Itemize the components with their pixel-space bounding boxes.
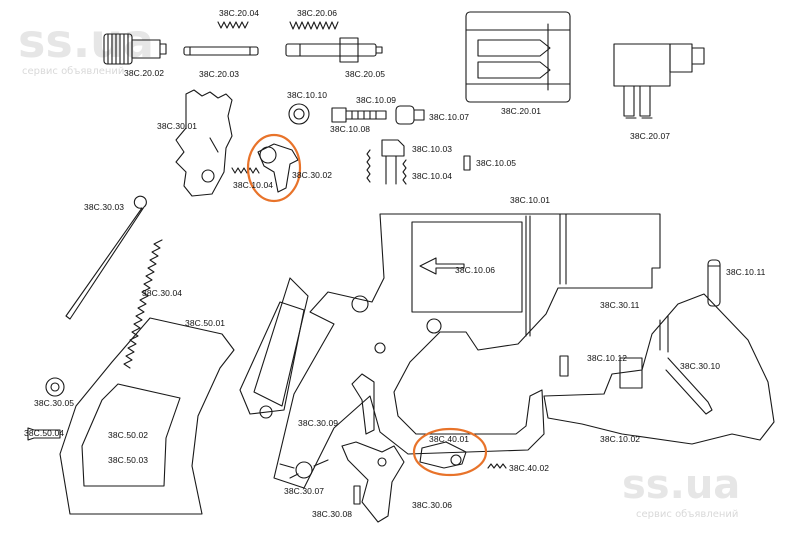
highlight-40-01 xyxy=(412,427,488,477)
label-20-07: 38C.20.07 xyxy=(630,131,671,141)
label-40-02: 38C.40.02 xyxy=(509,463,550,473)
watermark-brand-top: ss.ua xyxy=(18,14,155,68)
part-10-09-screw xyxy=(331,107,387,123)
label-50-03: 38C.50.03 xyxy=(108,455,149,465)
part-20-02-crane xyxy=(103,33,167,65)
part-50-04-screw xyxy=(27,427,61,441)
label-10-07: 38C.10.07 xyxy=(429,112,470,122)
label-50-02: 38C.50.02 xyxy=(108,430,149,440)
watermark-tagline-bottom: сервис объявлений xyxy=(636,509,739,520)
part-10-11-screw xyxy=(707,259,721,307)
label-30-06: 38C.30.06 xyxy=(412,500,453,510)
part-20-06-spring xyxy=(289,21,339,30)
part-10-03 xyxy=(366,139,407,185)
label-10-01: 38C.10.01 xyxy=(510,195,551,205)
label-30-04: 38C.30.04 xyxy=(142,288,183,298)
part-20-03-pin xyxy=(183,46,259,56)
part-30-01-hammer xyxy=(175,89,233,197)
label-40-01: 38C.40.01 xyxy=(429,434,470,444)
label-20-06: 38C.20.06 xyxy=(297,8,338,18)
label-10-08: 38C.10.08 xyxy=(330,124,371,134)
part-20-04-spring xyxy=(217,21,249,29)
part-30-08-pin xyxy=(353,485,361,505)
part-30-10-spring xyxy=(665,357,713,415)
part-30-04-spring xyxy=(123,239,163,369)
label-10-02: 38C.10.02 xyxy=(600,434,641,444)
label-20-01: 38C.20.01 xyxy=(501,106,542,116)
watermark-tagline-top: сервис объявлений xyxy=(22,66,125,77)
highlight-30-02 xyxy=(246,133,302,203)
label-10-06: 38C.10.06 xyxy=(455,265,496,275)
label-50-01: 38C.50.01 xyxy=(185,318,226,328)
label-30-09: 38C.30.09 xyxy=(298,418,339,428)
part-20-05-ejector-rod xyxy=(285,37,383,63)
part-30-05-washer xyxy=(45,377,65,397)
label-30-10: 38C.30.10 xyxy=(680,361,721,371)
label-10-04: 38C.10.04 xyxy=(412,171,453,181)
label-30-11: 38C.30.11 xyxy=(600,300,640,310)
label-50-04: 38C.50.04 xyxy=(24,428,65,438)
part-10-01-frame xyxy=(239,213,661,489)
label-10-09: 38C.10.09 xyxy=(356,95,397,105)
label-10-05: 38C.10.05 xyxy=(476,158,517,168)
part-40-01 xyxy=(419,441,507,469)
label-20-03: 38C.20.03 xyxy=(199,69,240,79)
label-30-07: 38C.30.07 xyxy=(284,486,325,496)
part-20-01-cylinder xyxy=(465,11,571,103)
label-10-04-b: 38C.10.04 xyxy=(233,180,274,190)
label-10-12: 38C.10.12 xyxy=(587,353,628,363)
label-30-01: 38C.30.01 xyxy=(157,121,198,131)
part-10-02-sideplate xyxy=(543,293,775,445)
label-20-05: 38C.20.05 xyxy=(345,69,386,79)
part-10-10 xyxy=(288,103,310,125)
label-30-08: 38C.30.08 xyxy=(312,509,353,519)
part-10-07 xyxy=(395,105,425,125)
part-20-07-yoke xyxy=(613,43,705,119)
label-30-03: 38C.30.03 xyxy=(84,202,125,212)
part-30-07 xyxy=(279,459,329,479)
part-30-03-rod xyxy=(65,195,147,320)
label-10-11: 38C.10.11 xyxy=(726,267,766,277)
part-30-09-trigger xyxy=(351,373,375,435)
part-30-06 xyxy=(341,441,405,523)
label-20-04: 38C.20.04 xyxy=(219,8,260,18)
label-10-10: 38C.10.10 xyxy=(287,90,328,100)
label-20-02: 38C.20.02 xyxy=(124,68,165,78)
label-30-05: 38C.30.05 xyxy=(34,398,75,408)
part-10-05-pin xyxy=(463,155,471,171)
part-50-01-grip xyxy=(59,317,235,515)
watermark-brand-bottom: ss.ua xyxy=(622,462,741,508)
part-30-02-trigger-bar xyxy=(231,143,299,193)
label-10-03: 38C.10.03 xyxy=(412,144,453,154)
label-30-02: 38C.30.02 xyxy=(292,170,333,180)
